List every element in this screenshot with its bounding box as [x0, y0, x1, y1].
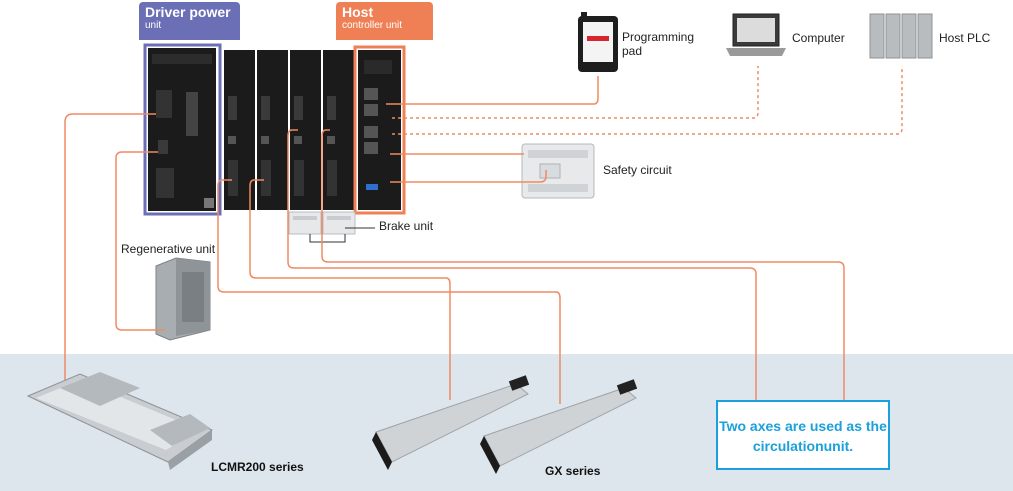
driver-power-subtitle: unit	[145, 20, 162, 31]
programming-pad-device	[578, 12, 618, 72]
gx-label: GX series	[545, 464, 601, 478]
brake-unit-2	[322, 211, 356, 235]
driver-power-tag: Driver power unit	[139, 2, 240, 40]
host-controller-outline	[353, 45, 406, 215]
driver-module-4	[323, 50, 354, 210]
safety-circuit-label: Safety circuit	[603, 163, 672, 177]
computer-device	[726, 13, 786, 56]
lcmr200-label: LCMR200 series	[211, 460, 304, 474]
brake-unit-leader	[309, 227, 375, 243]
driver-power-outline	[143, 43, 222, 216]
computer-label: Computer	[792, 31, 845, 45]
host-plc-device	[869, 13, 933, 59]
programming-pad-label: Programming pad	[622, 30, 695, 58]
lcmr200-actuator	[26, 372, 214, 470]
motor-cables	[64, 76, 845, 410]
driver-power-title: Driver power	[145, 4, 231, 20]
host-controller-title: Host	[342, 4, 374, 20]
network-cables	[392, 66, 903, 135]
gx-actuator-1	[372, 375, 530, 470]
regenerative-unit-label: Regenerative unit	[121, 242, 216, 256]
regenerative-unit-device	[155, 257, 211, 341]
brake-unit-1	[288, 211, 322, 235]
brake-unit-label: Brake unit	[379, 219, 434, 233]
gx-actuator-2	[480, 379, 638, 474]
driver-power-unit	[148, 48, 216, 211]
circulation-note: Two axes are used as the circulationunit…	[716, 400, 890, 470]
host-plc-label: Host PLC	[939, 31, 991, 45]
host-controller-unit	[358, 50, 401, 210]
driver-module-2	[257, 50, 288, 210]
safety-circuit-device	[521, 143, 595, 199]
host-controller-tag: Host controller unit	[336, 2, 433, 40]
host-controller-subtitle: controller unit	[342, 20, 403, 31]
